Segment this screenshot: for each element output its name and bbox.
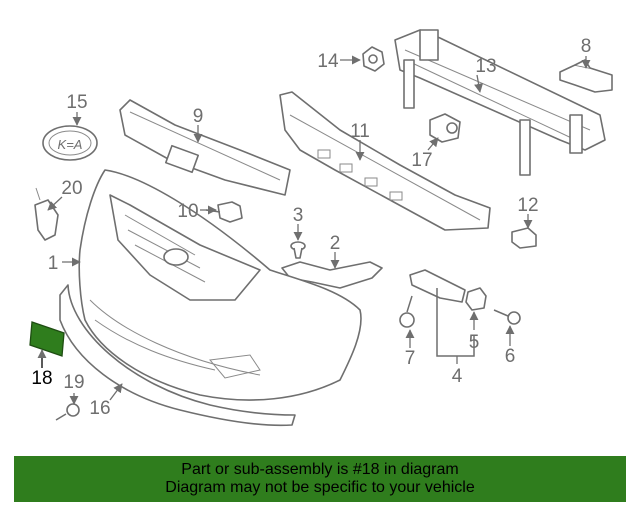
callout-5: 5 [469,332,480,353]
callout-2: 2 [330,233,341,254]
callout-13: 13 [475,56,496,77]
leader-lines [37,55,591,405]
callout-labels: 14 13 8 15 9 11 17 20 10 12 3 2 1 5 7 6 … [31,36,591,419]
callout-15: 15 [66,92,87,113]
callout-14: 14 [317,51,339,72]
callout-16: 16 [89,398,110,419]
info-banner: Part or sub-assembly is #18 in diagram D… [14,456,626,502]
part-7-screw [399,295,415,328]
part-19-bolt [55,403,80,421]
banner-line-1: Part or sub-assembly is #18 in diagram [181,461,459,478]
part-10-bolt [205,201,243,223]
callout-7: 7 [405,348,416,369]
part-13-reinforcement-beam [394,29,606,176]
callout-4: 4 [452,366,463,387]
callout-9: 9 [193,106,204,127]
svg-text:K=A: K=A [58,137,83,152]
callout-6: 6 [505,346,516,367]
callout-1: 1 [48,253,59,274]
part-9-energy-absorber [119,99,291,196]
banner-line-2: Diagram may not be specific to your vehi… [165,479,475,496]
part-5-clip [465,287,487,311]
part-18-highlighted [29,321,65,357]
part-20-clip [34,187,59,241]
part-17-sensor [429,113,461,143]
callout-20: 20 [61,178,82,199]
part-11-absorber [279,91,491,231]
part-6-screw [493,309,521,325]
callout-12: 12 [517,195,538,216]
part-15-emblem: K=A [42,125,98,161]
callout-17: 17 [411,150,432,171]
part-4-bracket [409,269,466,303]
callout-8: 8 [581,36,592,57]
part-3-clip [290,241,306,259]
part-12-clip [511,227,537,249]
callout-19: 19 [63,372,84,393]
callout-18: 18 [31,368,52,389]
part-14-nut [362,46,385,72]
callout-10: 10 [177,201,198,222]
callout-11: 11 [350,121,370,142]
callout-3: 3 [293,205,304,226]
part-1-bumper-cover [78,169,362,401]
